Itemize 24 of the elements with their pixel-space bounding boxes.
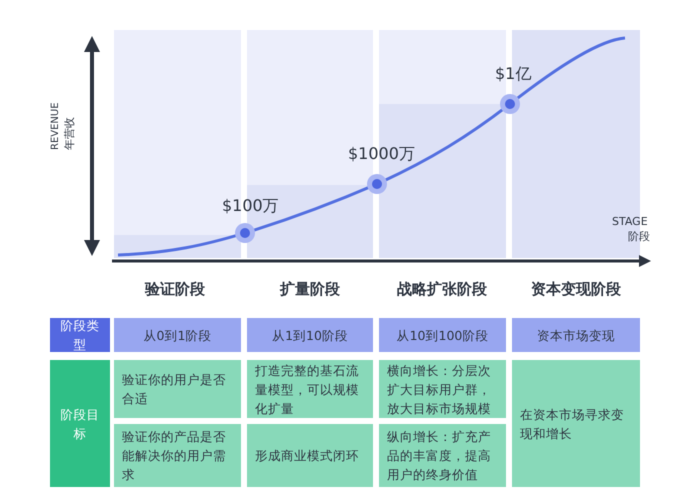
header-cell: 从10到100阶段 xyxy=(379,318,506,352)
axis-label: STAGE xyxy=(612,215,648,228)
stage-name: 验证阶段 xyxy=(145,280,205,299)
stage-name: 扩量阶段 xyxy=(280,280,340,299)
table-cell: 在资本市场寻求变现和增长 xyxy=(512,360,640,487)
header-cell: 从1到10阶段 xyxy=(247,318,373,352)
table-cell: 打造完整的基石流量模型，可以规模化扩量 xyxy=(247,360,373,418)
header-cell: 阶段目标 xyxy=(50,360,110,487)
axis-label: 年营收 xyxy=(62,117,77,150)
milestone-label: $100万 xyxy=(222,196,279,217)
header-cell: 从0到1阶段 xyxy=(114,318,241,352)
milestone-label: $1000万 xyxy=(348,144,415,165)
axis-label: REVENUE xyxy=(50,102,61,150)
stage-name: 战略扩张阶段 xyxy=(397,280,487,299)
milestone-label: $1亿 xyxy=(495,64,532,85)
table-cell: 形成商业模式闭环 xyxy=(247,424,373,487)
table-cell: 横向增长：分层次扩大目标用户群，放大目标市场规模 xyxy=(379,360,506,418)
stage-name: 资本变现阶段 xyxy=(531,280,621,299)
table-cell: 验证你的用户是否合适 xyxy=(114,360,241,418)
header-cell: 资本市场变现 xyxy=(512,318,640,352)
header-cell: 阶段类型 xyxy=(50,318,110,352)
table-cell: 验证你的产品是否能解决你的用户需求 xyxy=(114,424,241,487)
table-cell: 纵向增长：扩充产品的丰富度，提高用户的终身价值 xyxy=(379,424,506,487)
axis-label: 阶段 xyxy=(628,229,650,244)
